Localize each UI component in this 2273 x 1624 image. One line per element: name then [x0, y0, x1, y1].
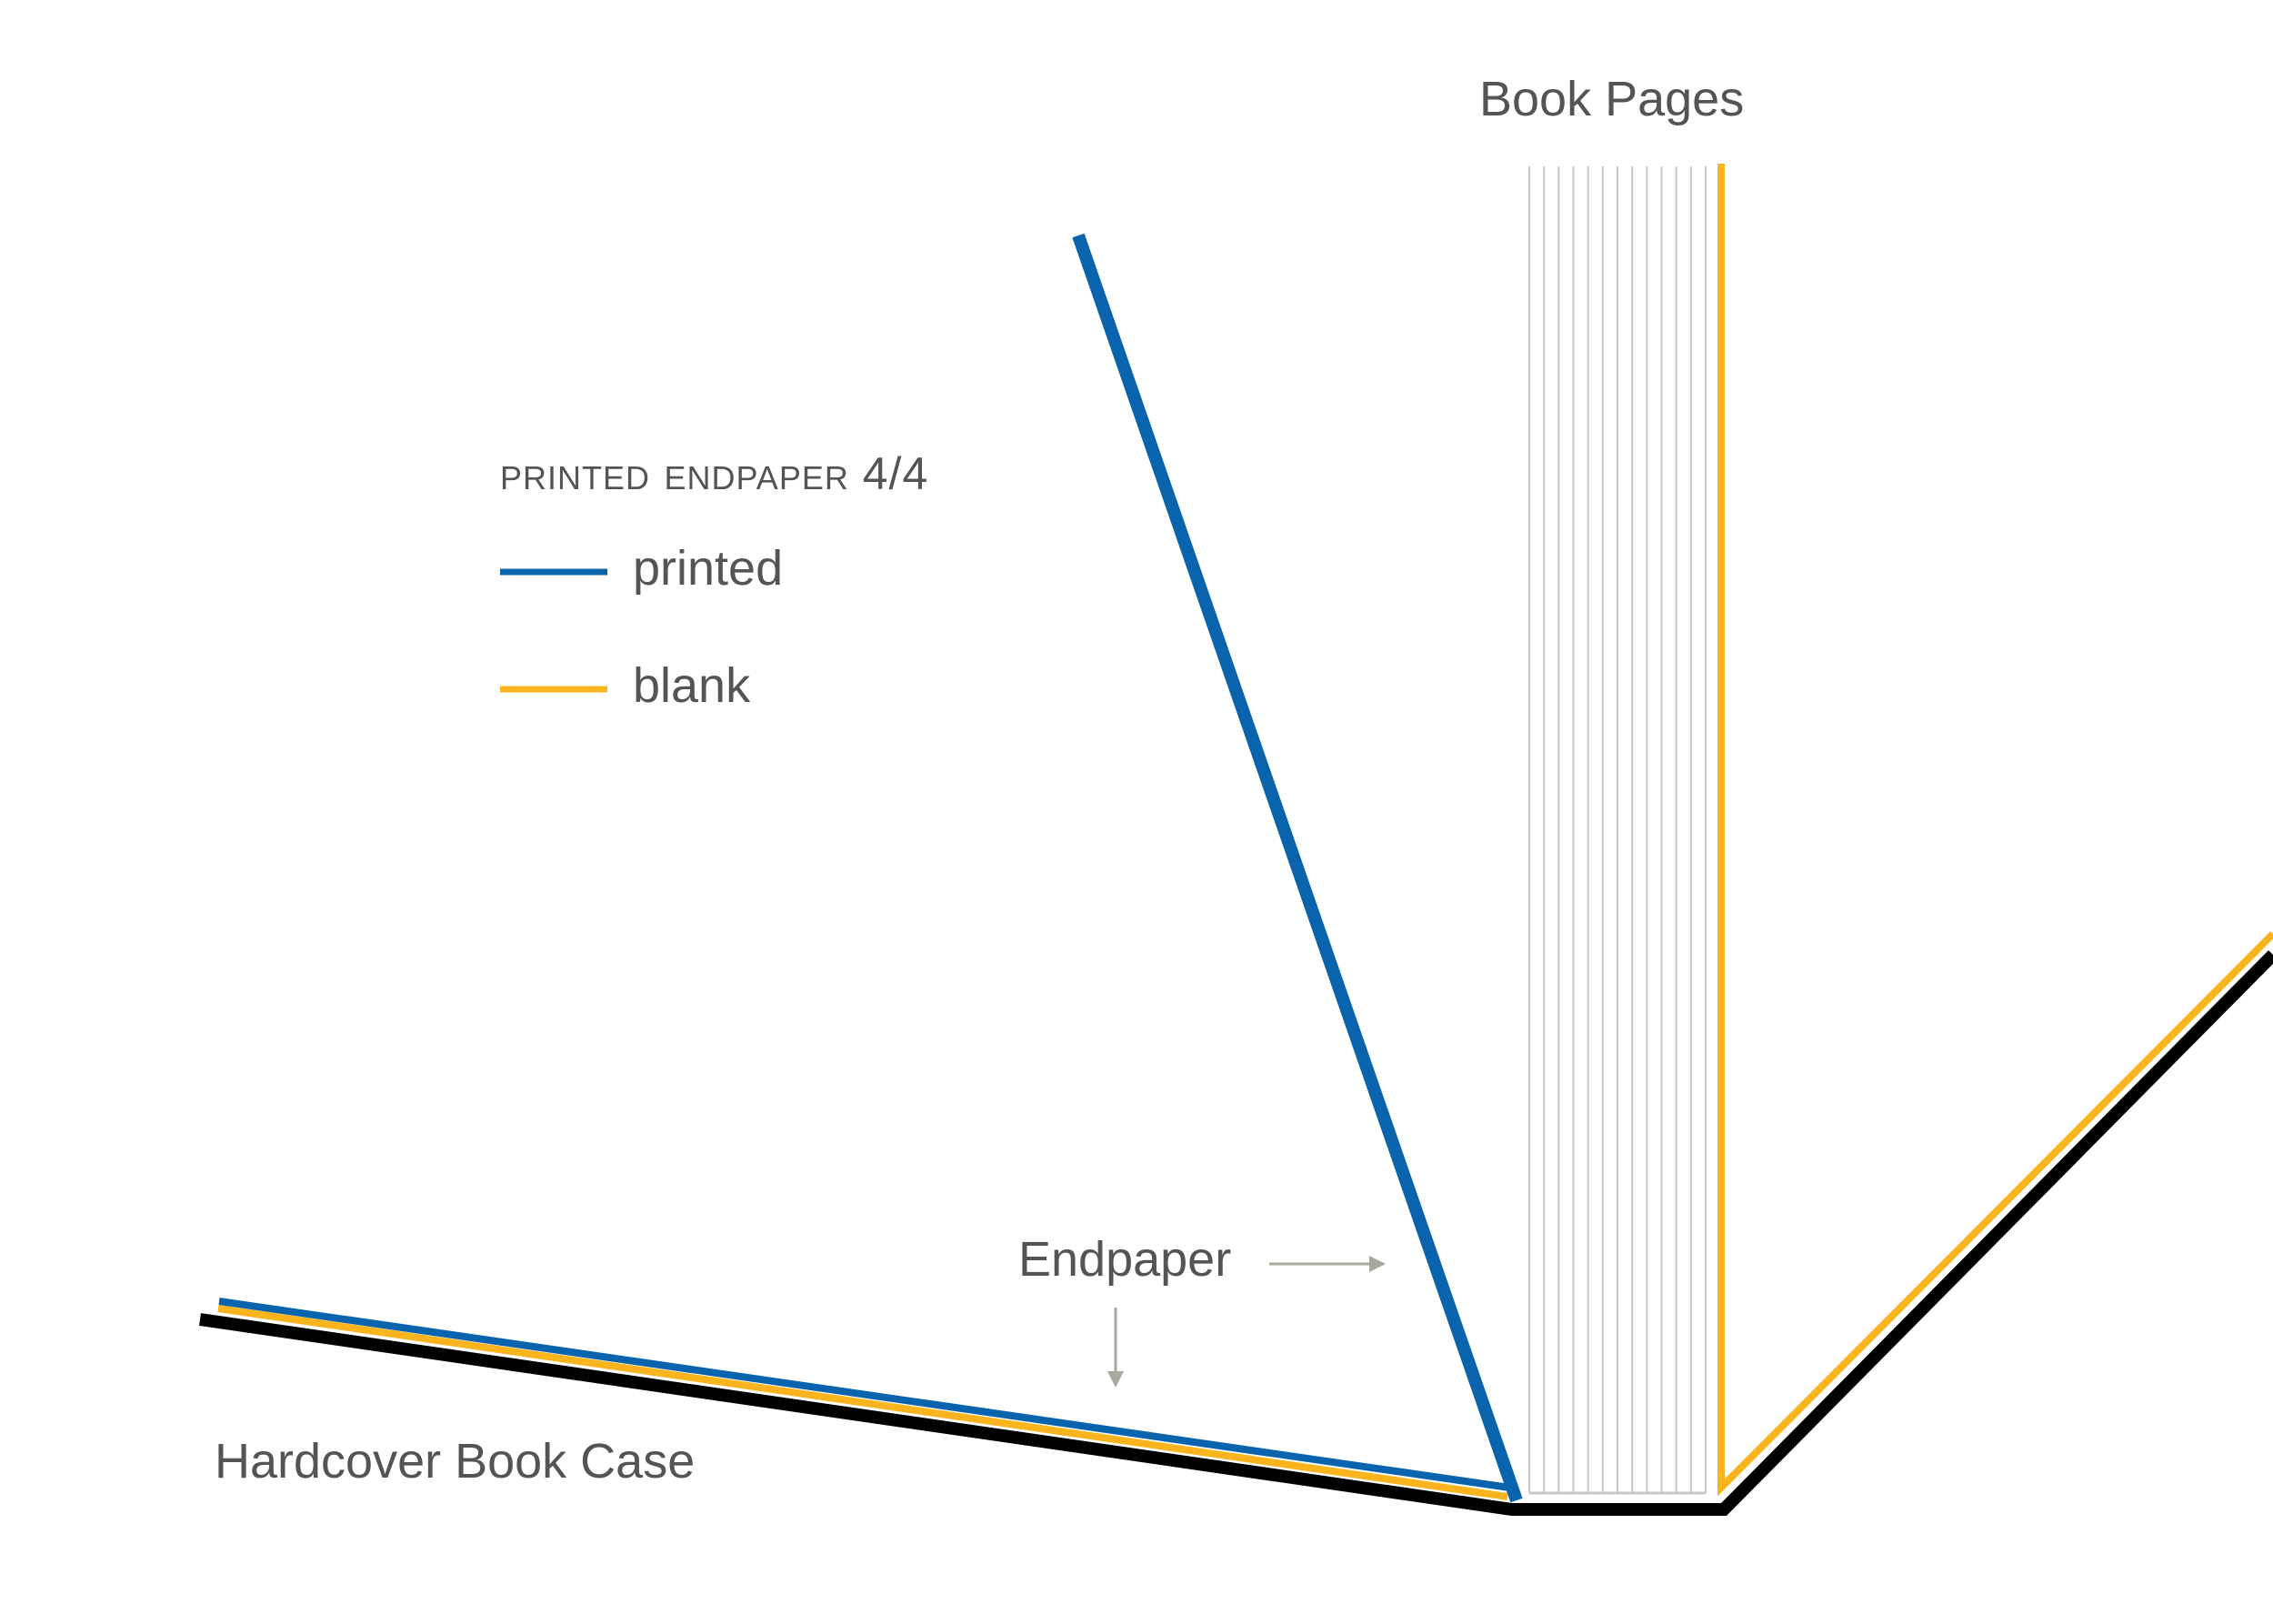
book-pages-label: Book Pages	[1479, 72, 1745, 126]
legend-item-blank: blank	[633, 658, 751, 713]
legend-title-suffix: 4/4	[862, 448, 929, 499]
legend-title-text: PRINTED ENDPAPER	[500, 447, 849, 500]
blank-endpaper-right	[1717, 164, 2273, 1497]
hardcover-case-line	[198, 950, 2273, 1516]
legend-title: PRINTED ENDPAPER 4/4	[500, 450, 928, 497]
blank-endpaper-left	[217, 1305, 1508, 1500]
endpaper-arrow-down-head	[1107, 1371, 1124, 1388]
hardcover-case-label: Hardcover Book Case	[215, 1434, 696, 1489]
endpaper-label: Endpaper	[1018, 1232, 1232, 1287]
book-pages-block	[1528, 166, 1707, 1495]
printed-endpaper-left	[218, 1298, 1510, 1491]
endpaper-arrow-right-head	[1369, 1256, 1386, 1272]
legend-item-printed: printed	[633, 541, 784, 596]
printed-endpaper-flyleaf	[1072, 233, 1523, 1503]
